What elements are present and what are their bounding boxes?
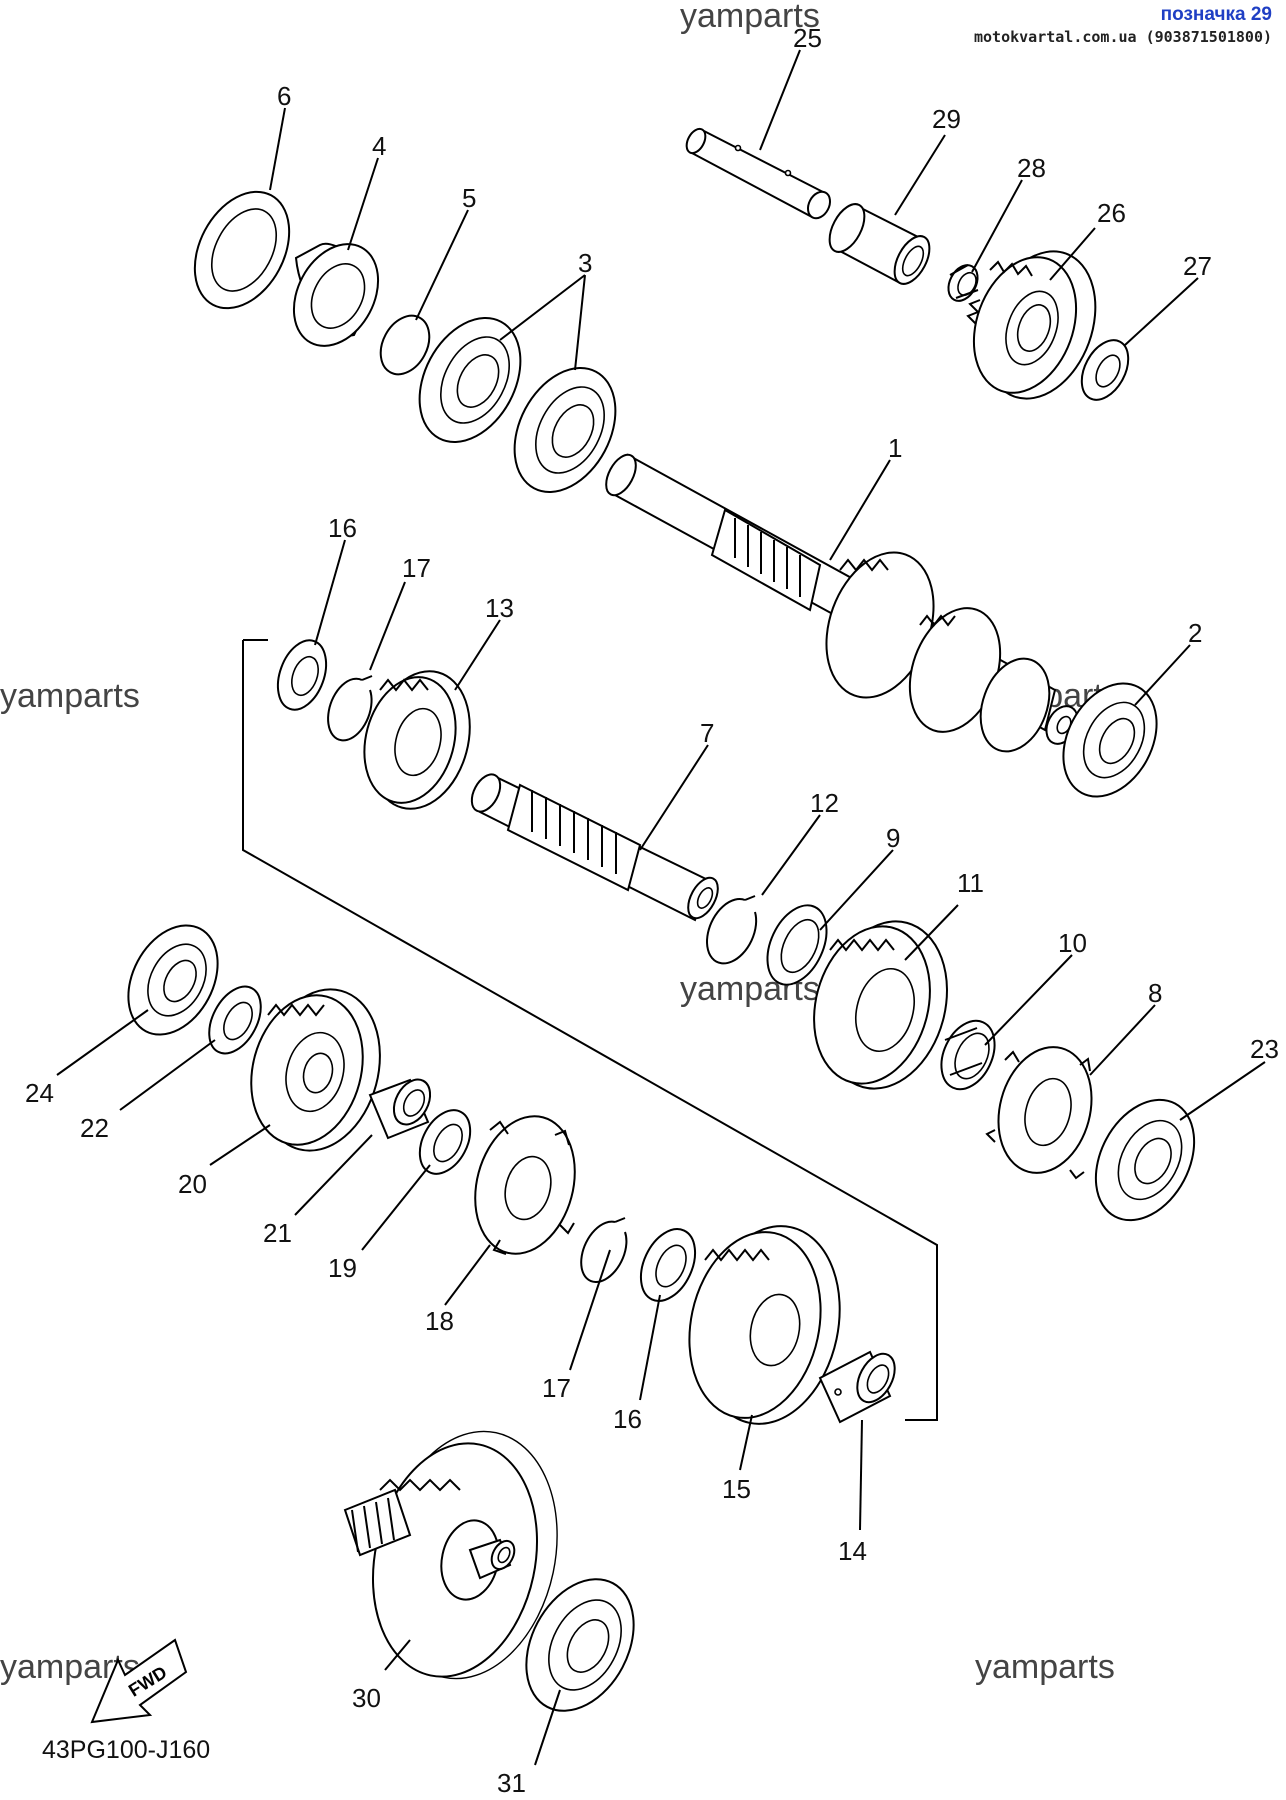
callout-15: 15: [722, 1474, 751, 1504]
callout-12: 12: [810, 788, 839, 818]
callout-27: 27: [1183, 251, 1212, 281]
callout-17-bottom: 17: [542, 1373, 571, 1403]
part-20-gear[interactable]: [235, 976, 397, 1164]
callout-26: 26: [1097, 198, 1126, 228]
callout-23: 23: [1250, 1034, 1279, 1064]
callout-29: 29: [932, 104, 961, 134]
part-12-circlip[interactable]: [706, 895, 758, 965]
part-3-bearing-a[interactable]: [399, 301, 540, 460]
callout-10: 10: [1058, 928, 1087, 958]
part-19-washer[interactable]: [410, 1102, 481, 1183]
callout-17-top: 17: [402, 553, 431, 583]
part-28-needle-bearing[interactable]: [943, 260, 984, 306]
callout-25: 25: [793, 23, 822, 53]
watermark-top: yamparts: [680, 0, 820, 35]
callout-18: 18: [425, 1306, 454, 1336]
part-13-gear[interactable]: [351, 660, 485, 820]
part-14-bushing[interactable]: [818, 1348, 902, 1424]
part-1-main-axle[interactable]: [600, 450, 1084, 761]
callout-24: 24: [25, 1078, 54, 1108]
callout-16-top: 16: [328, 513, 357, 543]
callout-30: 30: [352, 1683, 381, 1713]
leader-lines: [56, 49, 1266, 1766]
part-22-washer[interactable]: [199, 978, 272, 1062]
part-16-washer-top[interactable]: [269, 634, 335, 717]
badge-label[interactable]: позначка 29: [1160, 4, 1272, 25]
part-8-dog-ring[interactable]: [985, 1037, 1105, 1184]
callout-28: 28: [1017, 153, 1046, 183]
part-10-needle-bearing[interactable]: [931, 1012, 1005, 1098]
part-25-shaft[interactable]: [683, 126, 835, 222]
watermark-left: yamparts: [0, 677, 140, 715]
callout-19: 19: [328, 1253, 357, 1283]
part-15-gear[interactable]: [673, 1213, 857, 1437]
part-31-bearing[interactable]: [505, 1561, 655, 1730]
callout-21: 21: [263, 1218, 292, 1248]
callout-3: 3: [578, 248, 592, 278]
callout-5: 5: [462, 183, 476, 213]
site-badge[interactable]: позначка 29 motokvartal.com.ua (90387150…: [974, 4, 1272, 48]
callout-2: 2: [1188, 618, 1202, 648]
part-30-primary-gear[interactable]: [343, 1415, 579, 1695]
callout-13: 13: [485, 593, 514, 623]
part-17-circlip-bottom[interactable]: [580, 1217, 628, 1283]
part-29-collar[interactable]: [822, 198, 936, 289]
callout-11: 11: [957, 868, 984, 898]
callout-22: 22: [80, 1113, 109, 1143]
part-11-gear[interactable]: [797, 907, 965, 1102]
callout-20: 20: [178, 1169, 207, 1199]
callout-31: 31: [497, 1768, 526, 1798]
part-23-bearing[interactable]: [1076, 1083, 1214, 1237]
part-17-circlip-top[interactable]: [327, 675, 373, 742]
callout-labels: 1 2 3 4 5 6 7 8 9 10 11 12 13 14 15 16 1…: [25, 23, 1279, 1798]
part-4-collar[interactable]: [277, 229, 395, 360]
part-26-gear[interactable]: [956, 236, 1115, 414]
assembly-bracket-line: [242, 640, 938, 1421]
part-7-drive-axle[interactable]: [466, 770, 724, 923]
part-6-oil-seal[interactable]: [176, 176, 308, 325]
part-18-dog-gear[interactable]: [461, 1105, 590, 1265]
part-2-bearing[interactable]: [1045, 667, 1176, 812]
callout-4: 4: [372, 131, 386, 161]
callout-14: 14: [838, 1536, 867, 1566]
part-24-bearing[interactable]: [110, 910, 235, 1050]
callout-1: 1: [888, 433, 902, 463]
part-21-bushing[interactable]: [368, 1073, 437, 1140]
callout-9: 9: [886, 823, 900, 853]
callout-8: 8: [1148, 978, 1162, 1008]
part-9-washer[interactable]: [756, 896, 839, 994]
site-url[interactable]: motokvartal.com.ua (903871501800): [973, 28, 1272, 46]
callout-16-bottom: 16: [613, 1404, 642, 1434]
part-27-washer[interactable]: [1072, 332, 1137, 407]
diagram-code: 43PG100-J160: [42, 1736, 210, 1764]
part-16-washer-bottom[interactable]: [630, 1220, 706, 1309]
part-5-o-ring[interactable]: [371, 307, 439, 382]
part-3-bearing-b[interactable]: [494, 351, 635, 510]
callout-7: 7: [700, 718, 714, 748]
callout-6: 6: [277, 81, 291, 111]
watermark-bottom-right: yamparts: [975, 1648, 1115, 1686]
